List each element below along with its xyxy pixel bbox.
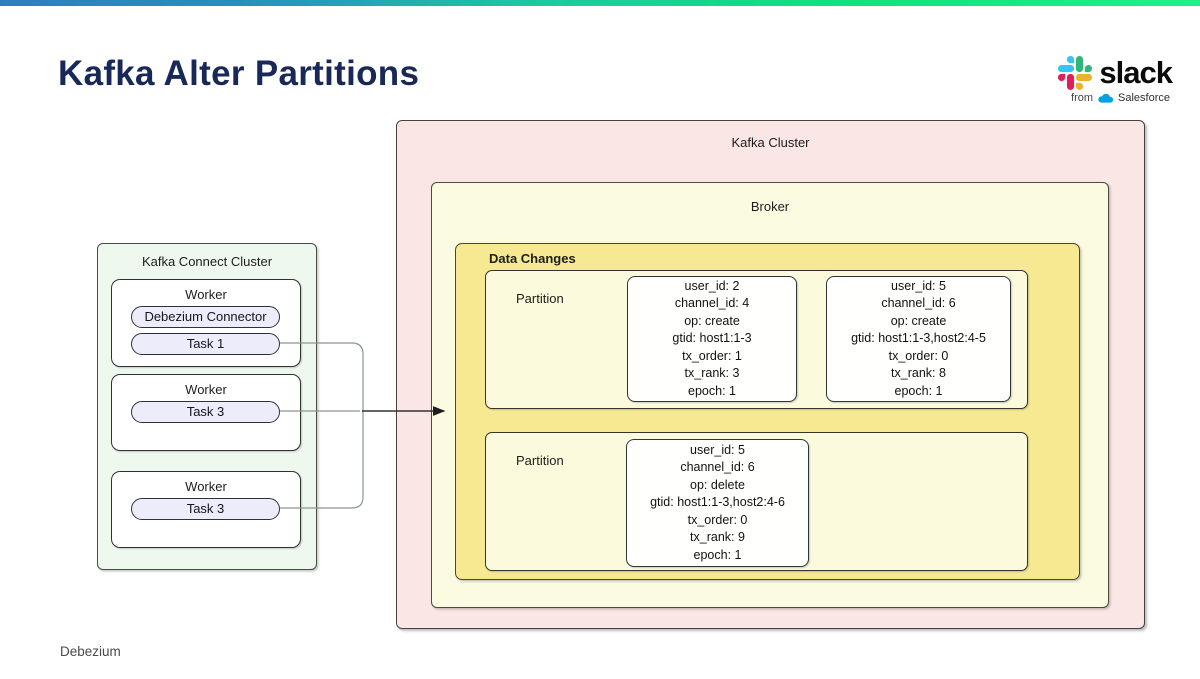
partition-box-1: Partition user_id: 2 channel_id: 4 op: c… bbox=[485, 270, 1028, 409]
page-title: Kafka Alter Partitions bbox=[58, 54, 420, 93]
message-record-3: user_id: 5 channel_id: 6 op: delete gtid… bbox=[626, 439, 809, 567]
salesforce-cloud-icon bbox=[1098, 93, 1114, 103]
kafka-connect-cluster-box: Kafka Connect Cluster Worker Debezium Co… bbox=[97, 243, 317, 570]
worker-box-2: Worker Task 3 bbox=[111, 374, 301, 451]
partition-1-label: Partition bbox=[516, 291, 564, 306]
salesforce-tagline: from Salesforce bbox=[1071, 92, 1172, 104]
message-field: user_id: 5 bbox=[690, 443, 745, 458]
slack-logo-row: slack bbox=[1058, 55, 1173, 91]
broker-box: Broker Data Changes Partition user_id: 2… bbox=[431, 182, 1109, 608]
worker-2-label: Worker bbox=[185, 382, 227, 397]
message-field: op: delete bbox=[690, 477, 745, 492]
kafka-cluster-box: Kafka Cluster Broker Data Changes Partit… bbox=[396, 120, 1145, 629]
task-1-pill: Task 1 bbox=[131, 333, 280, 355]
task-3-pill-a: Task 3 bbox=[131, 401, 280, 423]
message-field: op: create bbox=[890, 313, 947, 328]
message-field: channel_id: 6 bbox=[680, 460, 755, 475]
message-field: tx_order: 0 bbox=[687, 512, 748, 527]
message-field: epoch: 1 bbox=[894, 383, 943, 398]
message-field: user_id: 2 bbox=[684, 279, 740, 294]
accent-gradient-bar bbox=[0, 0, 1200, 6]
message-field: channel_id: 6 bbox=[881, 296, 956, 311]
footer-note: Debezium bbox=[60, 644, 121, 659]
worker-box-1: Worker Debezium Connector Task 1 bbox=[111, 279, 301, 367]
slack-brand-block: slack from Salesforce bbox=[1026, 55, 1173, 104]
tagline-from-text: from bbox=[1071, 92, 1094, 104]
message-record-1: user_id: 2 channel_id: 4 op: create gtid… bbox=[627, 276, 797, 402]
message-field: gtid: host1:1-3,host2:4-6 bbox=[650, 495, 785, 510]
data-changes-label: Data Changes bbox=[489, 251, 576, 266]
partition-box-2: Partition user_id: 5 channel_id: 6 op: d… bbox=[485, 432, 1028, 571]
slack-logo-icon bbox=[1058, 56, 1093, 90]
worker-1-label: Worker bbox=[185, 287, 227, 302]
message-field: tx_order: 1 bbox=[682, 348, 742, 363]
worker-3-label: Worker bbox=[185, 479, 227, 494]
kafka-cluster-label: Kafka Cluster bbox=[731, 135, 810, 150]
broker-label: Broker bbox=[750, 199, 790, 214]
message-field: op: create bbox=[684, 313, 740, 328]
message-record-2: user_id: 5 channel_id: 6 op: create gtid… bbox=[826, 276, 1011, 402]
message-field: epoch: 1 bbox=[693, 547, 742, 562]
message-field: tx_rank: 8 bbox=[891, 366, 946, 381]
message-field: tx_rank: 3 bbox=[684, 366, 740, 381]
tagline-company-text: Salesforce bbox=[1118, 92, 1170, 104]
message-field: tx_order: 0 bbox=[888, 348, 949, 363]
data-changes-box: Data Changes Partition user_id: 2 channe… bbox=[455, 243, 1080, 580]
worker-box-3: Worker Task 3 bbox=[111, 471, 301, 548]
task-3-pill-b: Task 3 bbox=[131, 498, 280, 520]
partition-2-label: Partition bbox=[516, 453, 564, 468]
debezium-connector-pill: Debezium Connector bbox=[131, 306, 280, 328]
message-field: channel_id: 4 bbox=[674, 296, 750, 311]
message-field: gtid: host1:1-3,host2:4-5 bbox=[851, 331, 986, 346]
message-field: gtid: host1:1-3 bbox=[672, 331, 752, 346]
message-field: tx_rank: 9 bbox=[690, 530, 745, 545]
kafka-connect-cluster-label: Kafka Connect Cluster bbox=[141, 254, 273, 269]
message-field: user_id: 5 bbox=[891, 279, 946, 294]
message-field: epoch: 1 bbox=[688, 383, 736, 398]
slack-wordmark: slack bbox=[1099, 55, 1173, 90]
